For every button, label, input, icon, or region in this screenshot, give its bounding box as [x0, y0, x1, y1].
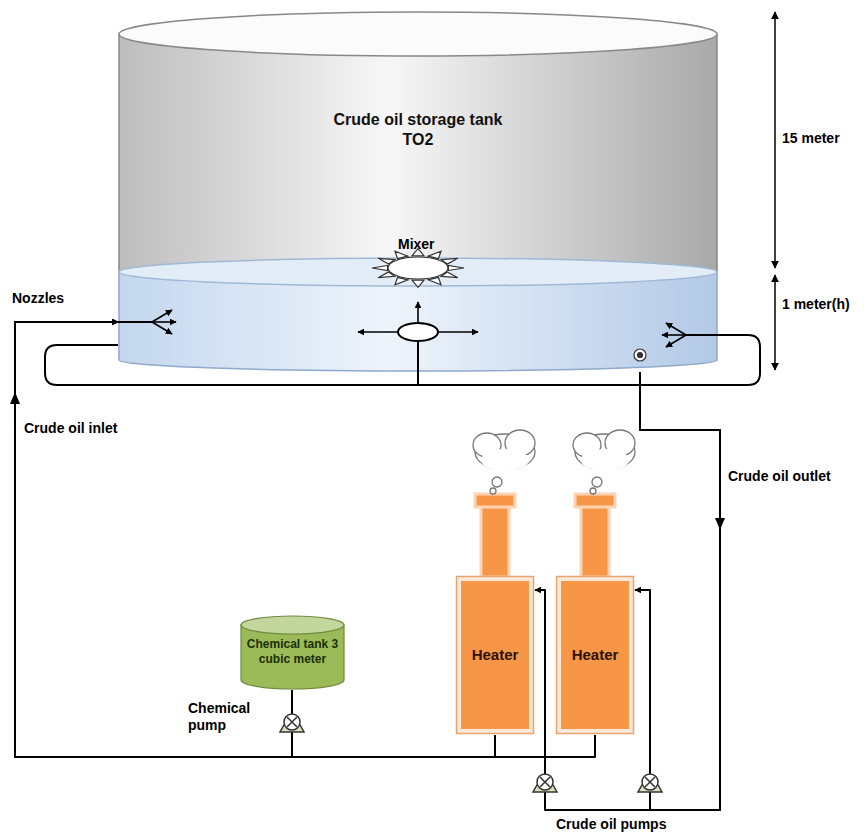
chemical-tank-body: [241, 616, 344, 634]
nozzle-symbol: [152, 322, 172, 334]
node-label: Crude oil storage tank TO2: [318, 110, 518, 150]
nozzle-symbol: [666, 323, 686, 335]
node-label: Chemical tank 3 cubic meter: [246, 637, 339, 667]
nozzle-symbol: [118, 321, 152, 323]
smoke-cloud: [492, 477, 502, 487]
mixer-symbol: [372, 249, 464, 288]
node-label: Heater: [561, 646, 629, 665]
nozzle-symbol: [358, 331, 398, 333]
outlet-port: [634, 349, 646, 361]
text-label: 1 meter(h): [782, 296, 850, 313]
heater-chimney: [475, 494, 615, 577]
heater-body: [557, 577, 634, 734]
node-text-block: Crude oil storage tank TO2: [318, 110, 518, 150]
nozzle-symbol: [438, 331, 478, 333]
pump-symbol: [287, 717, 297, 727]
heater-body: [557, 577, 634, 734]
pump-symbol: [642, 774, 658, 790]
text-label: Crude oil outlet: [728, 468, 831, 485]
pump-symbol: [638, 774, 662, 792]
dimension-arrow: [774, 12, 776, 370]
heater-chimney: [475, 494, 515, 507]
heater: Heater: [555, 575, 635, 735]
pump-symbol: [645, 777, 655, 787]
text-label: Crude oil pumps: [556, 816, 666, 833]
heater-body: [457, 577, 534, 734]
heater-body: [561, 581, 629, 729]
smoke-cloud: [590, 488, 596, 494]
dimension-arrow: [774, 275, 776, 370]
heater-chimney: [581, 505, 609, 577]
text-label: Nozzles: [12, 290, 64, 307]
mixer-symbol: [448, 266, 464, 271]
smoke-cloud: [490, 488, 496, 494]
flow-arrow: [10, 392, 725, 530]
node-label: Heater: [461, 646, 529, 665]
outlet-port: [638, 353, 643, 358]
text-label: Crude oil inlet: [24, 420, 117, 437]
node-text-block: Heater: [461, 646, 529, 665]
chemical-tank: Chemical tank 3 cubic meter: [240, 615, 345, 690]
node-text-block: Heater: [561, 646, 629, 665]
pipe-connector: [15, 322, 595, 757]
nozzle-symbol: [417, 302, 419, 323]
nozzle-symbol: [398, 323, 438, 341]
smoke-cloud: [592, 477, 602, 487]
outlet-port: [634, 349, 646, 361]
tank-shell: [119, 12, 717, 56]
pump-symbol: [533, 774, 557, 792]
text-label: Chemical pump: [188, 700, 270, 734]
mixer-symbol: [412, 280, 424, 287]
nozzle-symbol: [662, 334, 686, 336]
mixer-symbol: [372, 266, 388, 271]
text-label: 15 meter: [782, 130, 840, 147]
nozzle-symbol: [152, 321, 176, 323]
pipe-connector: [15, 322, 292, 757]
tank-shell: [119, 34, 717, 272]
nozzle-symbol: [686, 334, 718, 336]
dimension-arrow: [774, 12, 776, 268]
storage-tank: Crude oil storage tank TO2: [118, 10, 718, 372]
smoke-cloud: [581, 449, 629, 471]
pipe-connector: [15, 322, 495, 757]
heater-body: [457, 577, 534, 734]
mixer-symbol: [388, 257, 448, 279]
heater: Heater: [455, 575, 535, 735]
pipe-connector: [535, 372, 720, 810]
storage-tank-outline: [118, 10, 718, 372]
pump-symbol: [284, 714, 300, 730]
nozzle-symbol: [417, 341, 419, 372]
chemical-tank-body: [241, 616, 344, 689]
nozzle-symbol: [666, 335, 686, 347]
flow-arrow: [715, 518, 725, 530]
pipe-connector: [635, 372, 720, 810]
tank-shell: [119, 12, 717, 371]
heater-chimney: [575, 494, 615, 507]
flow-arrow: [10, 392, 20, 404]
tank-shell: [119, 272, 717, 371]
nozzle-symbol: [118, 302, 718, 372]
heater-chimney: [481, 505, 509, 577]
pump-symbol: [537, 774, 553, 790]
heater-body: [461, 581, 529, 729]
pump-symbol: [540, 777, 550, 787]
smoke-cloud: [481, 449, 529, 471]
text-label: Mixer: [398, 236, 435, 253]
smoke-cloud: [473, 430, 635, 494]
pump-symbol: [280, 714, 304, 732]
header-pipe-loop: [417, 371, 419, 385]
nozzle-symbol: [152, 310, 172, 322]
node-text-block: Chemical tank 3 cubic meter: [246, 637, 339, 667]
